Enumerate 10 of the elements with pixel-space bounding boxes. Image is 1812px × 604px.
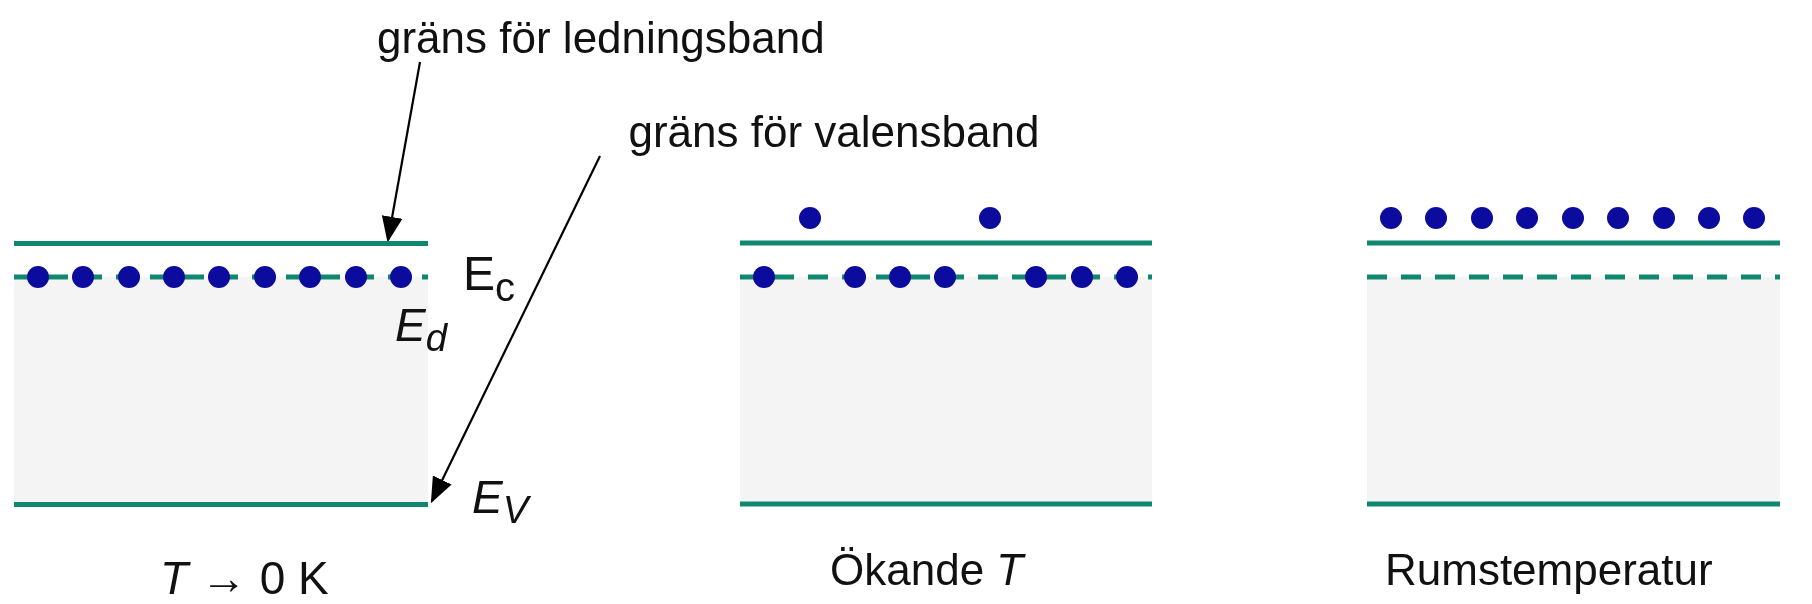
leader-line xyxy=(430,155,601,504)
panel-caption: Ökande T xyxy=(830,548,1024,592)
callout-text: gräns för ledningsband xyxy=(377,16,825,60)
energy-level-label: E$_{c}$ xyxy=(463,250,515,307)
panel-caption: Rumstemperatur xyxy=(1385,548,1713,592)
leader-line xyxy=(381,61,422,243)
panel-caption: T → 0 K xyxy=(160,555,329,601)
energy-level-label: E$_{V}$ xyxy=(472,474,529,530)
energy-level-label: E$_{d}$ xyxy=(395,302,447,358)
callout-text: gräns för valensband xyxy=(628,110,1040,154)
